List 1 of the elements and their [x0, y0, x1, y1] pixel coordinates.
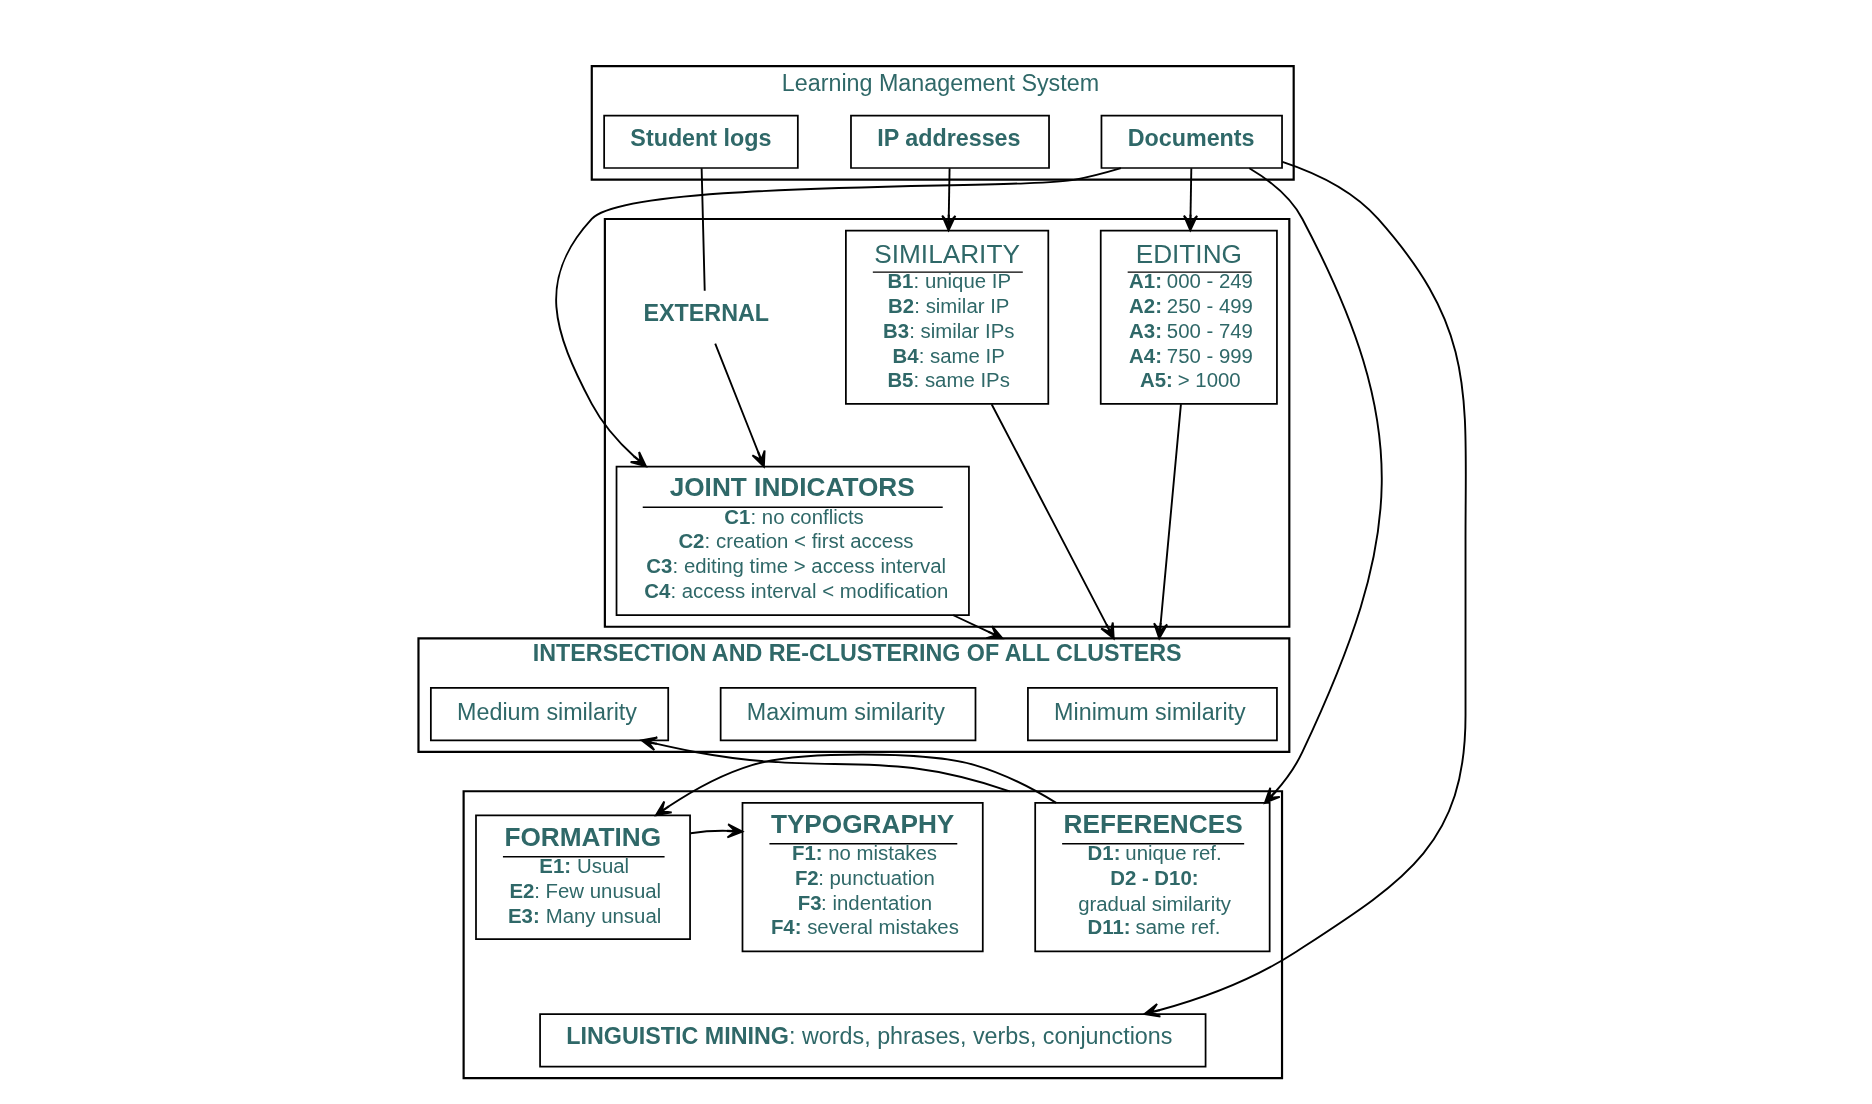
node-text: EXTERNAL	[642, 300, 769, 327]
